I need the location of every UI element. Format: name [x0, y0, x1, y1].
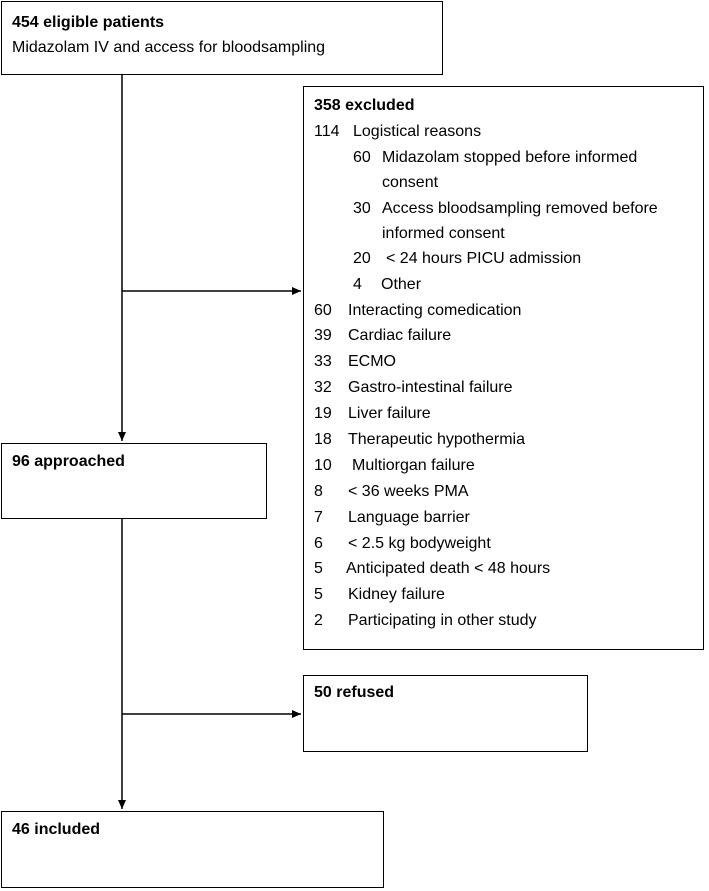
excluded-reason: < 24 hours PICU admission	[386, 250, 582, 267]
excluded-title: 358 excluded	[314, 97, 415, 114]
excluded-count: 30	[353, 200, 371, 217]
excluded-count: 18	[314, 431, 332, 448]
excluded-reason-continued: informed consent	[382, 225, 505, 242]
excluded-count: 60	[314, 302, 332, 319]
excluded-reason: Midazolam stopped before informed	[382, 149, 638, 166]
excluded-reason: Cardiac failure	[348, 327, 452, 344]
excluded-count: 32	[314, 379, 332, 396]
approached-title: 96 approached	[12, 453, 125, 470]
excluded-reason-continued: consent	[382, 174, 439, 191]
excluded-reason: Therapeutic hypothermia	[348, 431, 525, 448]
excluded-reason: Access bloodsampling removed before	[382, 200, 658, 217]
excluded-reason: Anticipated death < 48 hours	[346, 560, 551, 577]
excluded-reason: < 36 weeks PMA	[348, 483, 469, 500]
excluded-count: 39	[314, 327, 332, 344]
excluded-count: 19	[314, 405, 332, 422]
excluded-count: 6	[314, 535, 323, 552]
excluded-reason: Other	[381, 276, 422, 293]
excluded-reason: Kidney failure	[348, 586, 445, 603]
excluded-reason: Language barrier	[348, 509, 470, 526]
included-box	[1, 811, 384, 888]
excluded-count: 4	[353, 276, 362, 293]
excluded-reason: Participating in other study	[348, 612, 537, 629]
excluded-count: 8	[314, 483, 323, 500]
excluded-count: 7	[314, 509, 323, 526]
excluded-reason: Multiorgan failure	[352, 457, 475, 474]
excluded-count: 60	[353, 149, 371, 166]
excluded-reason: ECMO	[348, 353, 396, 370]
eligible-title: 454 eligible patients	[12, 14, 165, 31]
excluded-count: 114	[314, 123, 340, 140]
excluded-count: 20	[353, 250, 371, 267]
excluded-count: 5	[314, 586, 323, 603]
excluded-count: 5	[314, 560, 323, 577]
excluded-count: 10	[314, 457, 332, 474]
eligible-box	[1, 1, 443, 75]
excluded-reason: Liver failure	[348, 405, 431, 422]
refused-box	[303, 675, 588, 752]
refused-title: 50 refused	[314, 684, 395, 701]
included-title: 46 included	[12, 821, 101, 838]
eligible-subtitle: Midazolam IV and access for bloodsamplin…	[12, 39, 326, 56]
approached-box	[1, 443, 267, 519]
excluded-reason: Interacting comedication	[348, 302, 522, 319]
excluded-reason: < 2.5 kg bodyweight	[348, 535, 491, 552]
excluded-count: 2	[314, 612, 323, 629]
excluded-box	[303, 86, 704, 650]
excluded-count: 33	[314, 353, 332, 370]
excluded-reason: Gastro-intestinal failure	[348, 379, 513, 396]
excluded-reason: Logistical reasons	[353, 123, 482, 140]
